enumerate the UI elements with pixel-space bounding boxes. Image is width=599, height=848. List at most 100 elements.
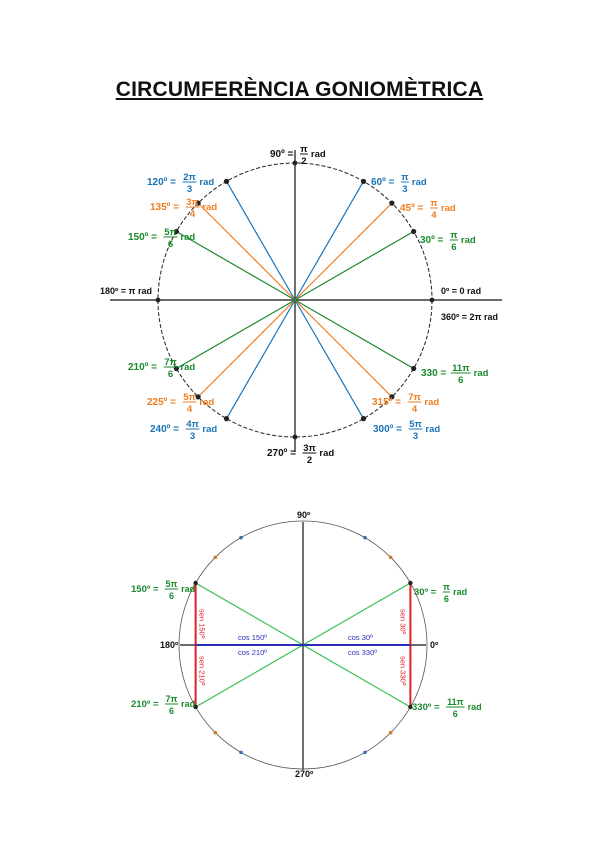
axis-label-2-180: 180º [160,640,179,650]
angle-ray-300 [294,299,365,419]
fraction-numerator: 11π [447,697,464,707]
fraction-unit: rad [180,232,195,243]
green-ray-30 [302,582,411,646]
unit-circle-2 [178,520,428,770]
page-title: CIRCUMFERÈNCIA GONIOMÈTRICA [115,78,484,101]
axis-label-0: 0º = 0 rad [441,286,481,296]
fraction-denominator: 6 [168,369,173,380]
angle-ray-60 [294,181,365,301]
fraction-unit: rad [181,699,195,709]
fraction-denominator: 3 [413,431,418,442]
marker-dot-120 [239,535,243,540]
fraction-numerator: 7π [166,694,178,704]
angle-degree-text: 210º = [128,362,157,373]
fraction-numerator: 7π [408,392,421,403]
fraction-denominator: 6 [169,591,174,601]
fraction-unit: rad [319,448,334,459]
fraction-denominator: 6 [168,239,173,250]
fraction-unit: rad [424,397,439,408]
fraction-numerator: π [450,230,458,241]
fraction-numerator: π [401,172,409,183]
fraction-unit: rad [412,177,427,188]
angle-point-330 [411,365,417,372]
angle-point-2-330 [408,704,413,710]
fraction-numerator: 2π [183,172,196,183]
angle-degree-text: 150º = [128,232,157,243]
angle-ray-120 [225,181,296,301]
fraction-unit: rad [441,203,456,214]
green-ray-330 [302,644,411,708]
angle-degree-text: 330 = [421,368,446,379]
angle-ray-30 [294,230,414,301]
fraction-numerator: 4π [186,419,199,430]
green-ray-150 [195,582,304,646]
fraction-denominator: 3 [190,431,195,442]
marker-dot-315 [388,730,393,735]
sen-150-label: sen 150º [198,609,207,639]
angle-point-150 [173,228,179,235]
angle-degree-text: 210º = [131,699,159,710]
fraction-numerator: π [300,144,308,155]
axis-label-2-270: 270º [295,769,314,779]
angle-ray-225 [197,299,296,398]
fraction-unit: rad [199,397,214,408]
axis-point-2 [292,160,298,166]
angle-ray-135 [197,202,296,301]
cos-330-label: cos 330º [348,648,377,657]
angle-degree-text: 270º = [267,448,296,459]
angle-degree-text: 90º = [270,149,294,160]
marker-dot-135 [213,555,218,560]
fraction-numerator: 5π [166,579,178,589]
axis-label-270: 270º = 3π2 rad [267,443,334,466]
sen-330-label: sen 330º [398,656,407,686]
fraction-denominator: 2 [301,156,306,167]
fraction-numerator: 7π [164,357,177,368]
fraction-denominator: 6 [458,375,463,386]
angle-degree-text: 330º = [412,702,440,713]
fraction-numerator: 5π [183,392,196,403]
fraction-numerator: 5π [409,419,422,430]
angle-label-210: 210º = 7π6 rad [128,357,195,380]
fraction-unit: rad [474,368,489,379]
fraction-denominator: 2 [307,455,312,466]
sen-30-label: sen 30º [398,609,407,635]
axis-point-3 [292,434,298,440]
angle-ray-315 [294,299,393,398]
fraction-unit: rad [199,177,214,188]
angle-ray-330 [294,299,414,370]
fraction-numerator: 3π [303,443,316,454]
fraction-unit: rad [461,235,476,246]
angle-point-315 [389,394,395,400]
marker-dot-225 [213,730,218,735]
angle-degree-text: 60º = [371,177,395,188]
fraction-unit: rad [311,149,326,160]
marker-dot-240 [239,750,243,755]
angle-ray-45 [294,202,393,301]
angle-ray-240 [225,299,296,419]
angle-degree-text: 45º = [400,203,424,214]
fraction-numerator: 5π [164,227,177,238]
fraction-unit: rad [202,424,217,435]
axis-label-2-90: 90º [297,510,311,520]
angle-degree-text: 30º = [420,235,444,246]
cos-30-label: cos 30º [348,633,373,642]
marker-dot-300 [363,750,367,755]
fraction-unit: rad [180,362,195,373]
marker-dot-45 [388,555,393,560]
angle-point-225 [195,394,201,400]
angle-degree-text: 240º = [150,424,179,435]
fraction-unit: rad [453,587,467,597]
angle-point-120 [223,178,230,184]
axis-label-180: 180º = π rad [100,286,152,296]
fraction-unit: rad [202,202,217,213]
fraction-numerator: π [443,582,450,592]
cos-150-label: cos 150º [238,633,267,642]
fraction-denominator: 6 [444,594,449,604]
